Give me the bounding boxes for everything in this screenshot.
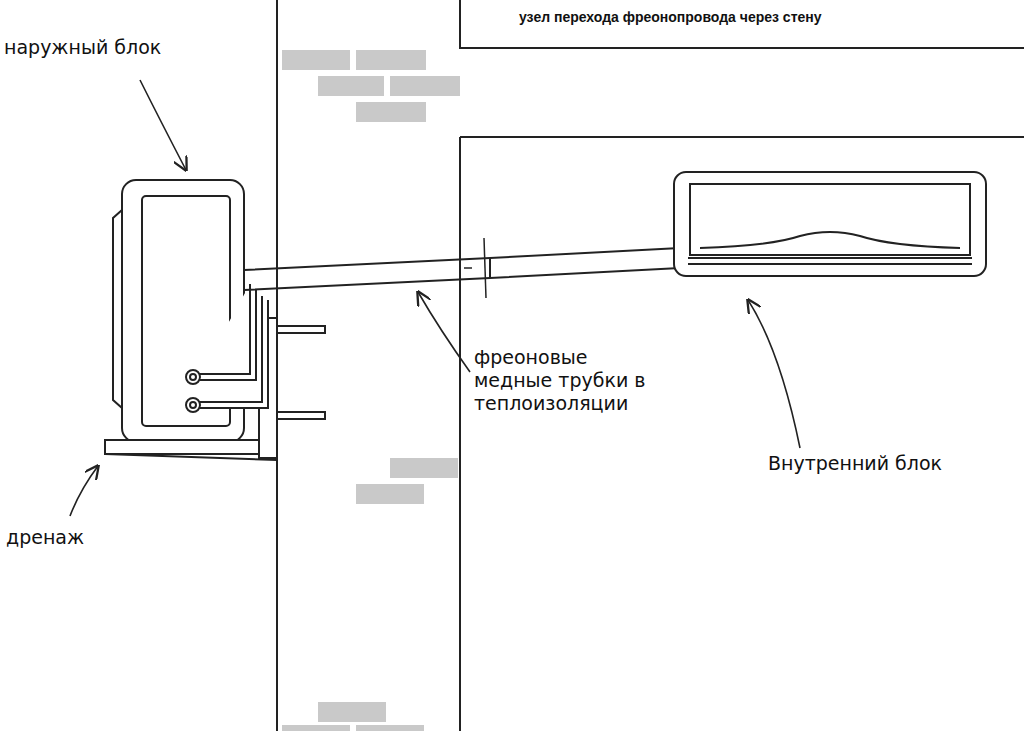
outdoor-unit: [105, 180, 325, 460]
title: узел перехода фреонопровода через стену: [519, 9, 822, 25]
unit-label: Внутренний блок: [768, 452, 998, 475]
leader-lines: [70, 80, 800, 516]
walls: [277, 0, 1024, 731]
bricks: [282, 50, 460, 731]
indoor-unit: [674, 172, 986, 276]
drain-label: дренаж: [6, 526, 126, 549]
unit-label: наружный блок: [4, 36, 204, 59]
freon-pipes: [244, 238, 680, 298]
pipe-label: фреоновые медные трубки в теплоизоляции: [474, 346, 666, 414]
